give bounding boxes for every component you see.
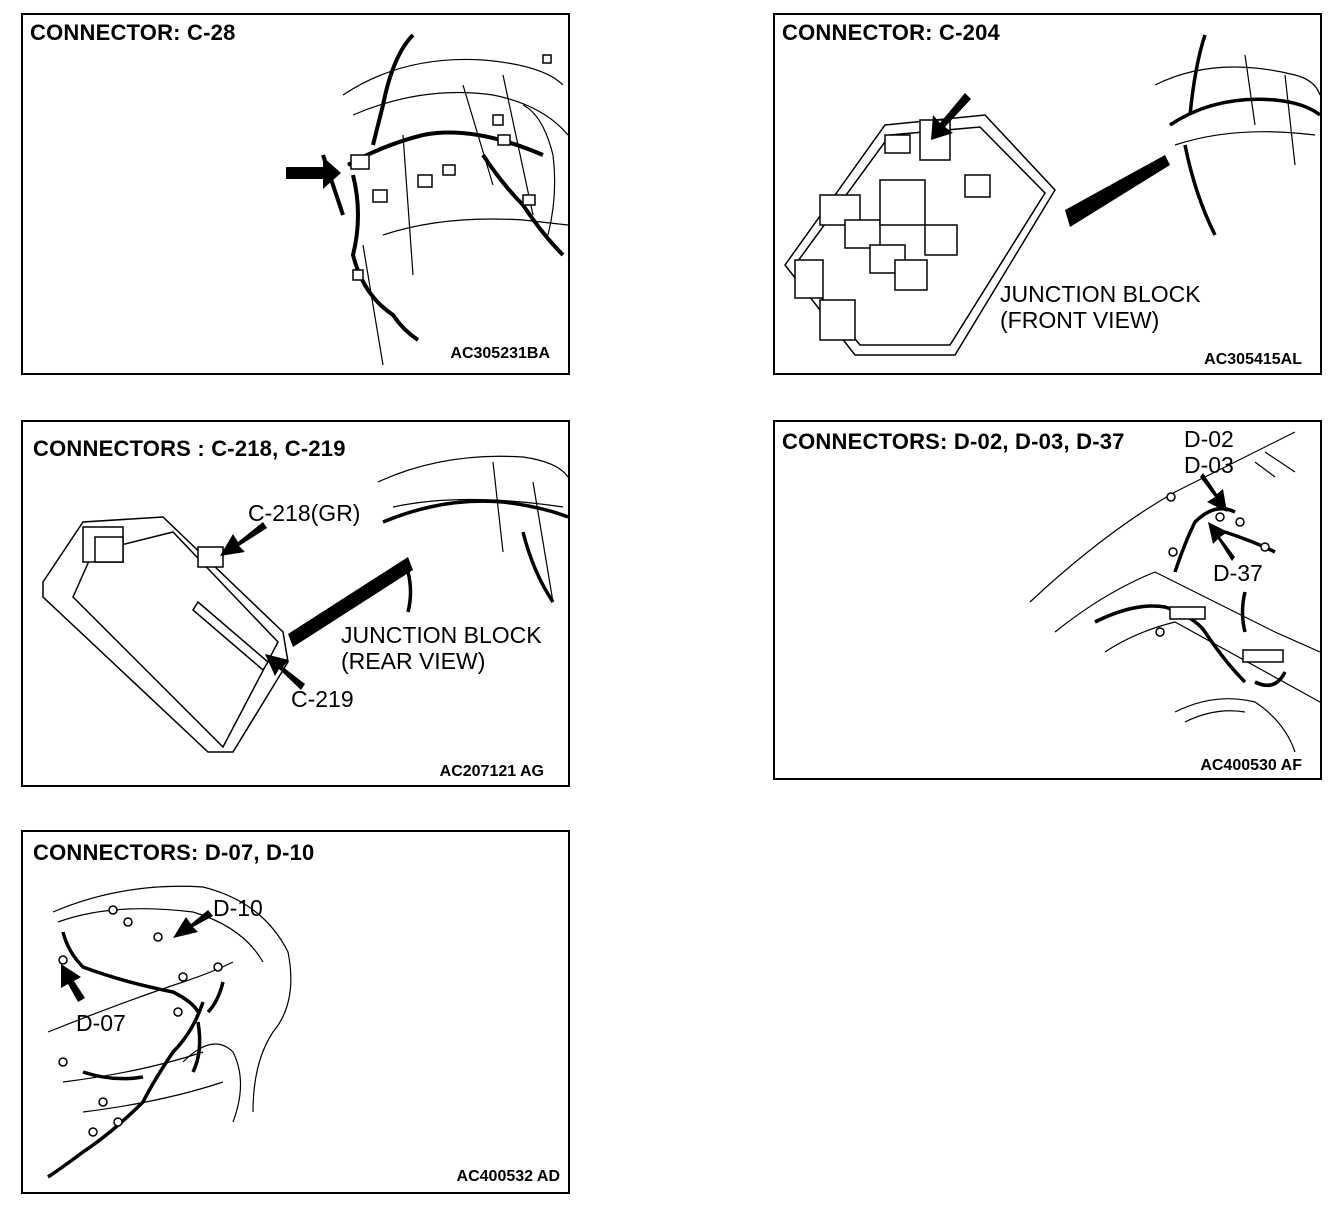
- figure-code: AC400532 AD: [456, 1168, 560, 1185]
- figure-code: AC400530 AF: [1200, 757, 1302, 774]
- connector-c204-panel: CONNECTOR: C-204 JUNCTION BLOCK (FRONT V…: [773, 13, 1322, 375]
- view-label: (REAR VIEW): [341, 648, 486, 674]
- d02-label: D-02: [1184, 426, 1234, 452]
- arrow-icon: [1208, 522, 1235, 561]
- panel-title: CONNECTORS: D-07, D-10: [33, 840, 315, 865]
- connectors-c218-c219-panel: CONNECTORS : C-218, C-219 C-218(GR) JUNC…: [21, 420, 570, 787]
- figure-code: AC305415AL: [1204, 351, 1302, 368]
- connector-c28-panel: CONNECTOR: C-28 AC305231BA: [21, 13, 570, 375]
- junction-block-front-illustration: [784, 34, 1320, 356]
- panel-title: CONNECTORS: D-02, D-03, D-37: [782, 429, 1125, 454]
- arrow-icon: [265, 654, 305, 690]
- d10-label: D-10: [213, 895, 263, 921]
- dashboard-harness-illustration: [286, 33, 568, 366]
- d37-label: D-37: [1213, 560, 1263, 586]
- trunk-harness-illustration: [47, 885, 292, 1179]
- junction-block-label: JUNCTION BLOCK: [341, 622, 542, 648]
- arrow-icon: [173, 910, 213, 938]
- arrow-icon: [220, 522, 267, 556]
- arrow-icon: [931, 93, 971, 140]
- view-label: (FRONT VIEW): [1000, 307, 1160, 333]
- d03-label: D-03: [1184, 452, 1234, 478]
- connectors-d02-d03-d37-panel: CONNECTORS: D-02, D-03, D-37 D-02 D-03 D…: [773, 420, 1322, 780]
- c218-label: C-218(GR): [248, 500, 361, 526]
- panel-title: CONNECTORS : C-218, C-219: [33, 436, 346, 461]
- figure-code: AC207121 AG: [439, 763, 544, 780]
- figure-code: AC305231BA: [450, 345, 550, 362]
- arrow-icon: [61, 964, 85, 1002]
- arrow-icon: [1200, 473, 1227, 512]
- connectors-d07-d10-panel: CONNECTORS: D-07, D-10 D-10 D-07 AC40053…: [21, 830, 570, 1194]
- panel-title: CONNECTOR: C-204: [782, 20, 1000, 45]
- c219-label: C-219: [291, 686, 354, 712]
- junction-block-label: JUNCTION BLOCK: [1000, 281, 1201, 307]
- panel-title: CONNECTOR: C-28: [30, 20, 236, 45]
- d07-label: D-07: [76, 1010, 126, 1036]
- junction-block-rear-illustration: [42, 455, 568, 753]
- arrow-icon: [286, 157, 341, 189]
- rear-body-harness-illustration: [1029, 431, 1320, 753]
